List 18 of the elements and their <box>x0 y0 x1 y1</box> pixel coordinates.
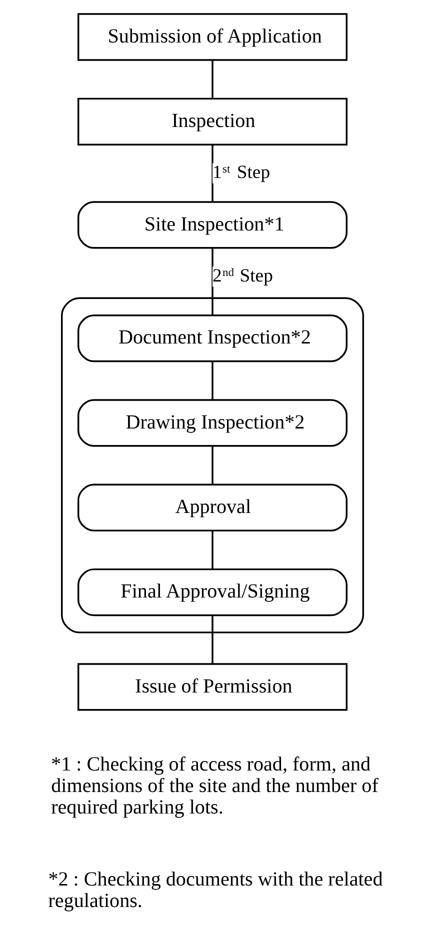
label: *2 : Checking documents with the related regulations. <box>48 868 383 912</box>
node-box: Document Inspection*2 <box>78 314 348 362</box>
connector <box>212 530 214 569</box>
node-box: Approval <box>78 484 348 532</box>
label: *1 : Checking of access road, form, and dimensions of the site and the number of required parking lots. <box>51 753 378 819</box>
node-box: Final Approval/Signing <box>78 568 348 616</box>
node-box: Issue of Permission <box>78 663 348 711</box>
connector <box>212 144 214 202</box>
connector <box>212 615 214 664</box>
node-box: Inspection <box>78 98 348 146</box>
node-box: Site Inspection*1 <box>78 201 348 249</box>
node-box: Submission of Application <box>78 13 348 61</box>
connector <box>212 446 214 484</box>
connector <box>212 362 214 400</box>
connector <box>212 248 214 316</box>
connector <box>212 60 214 98</box>
cluster <box>61 297 364 634</box>
node-box: Drawing Inspection*2 <box>78 399 348 447</box>
